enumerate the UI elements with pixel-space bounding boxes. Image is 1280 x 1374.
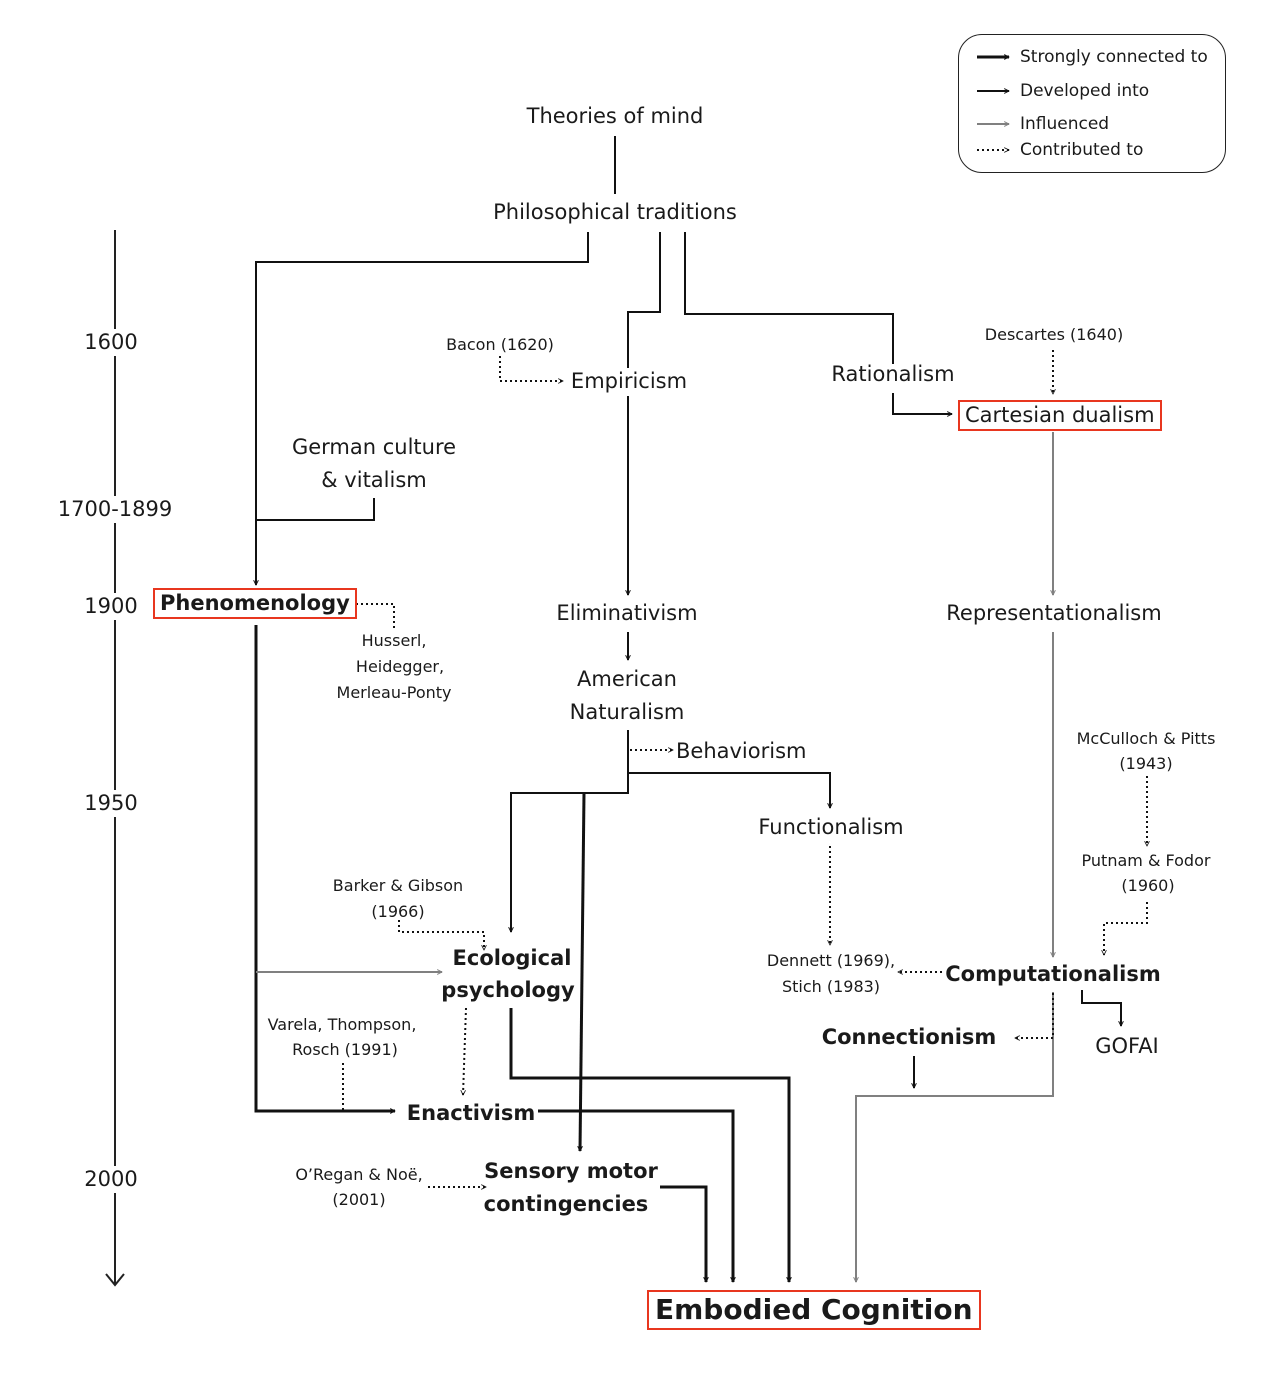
- node-representationalism: Representationalism: [946, 601, 1162, 625]
- link-ecological-enactivism: [463, 1007, 467, 1095]
- node-american-naturalism-line2: Naturalism: [569, 700, 685, 724]
- node-german-culture-line1: German culture: [291, 435, 457, 459]
- node-behaviorism: Behaviorism: [676, 739, 807, 763]
- node-cartesian-dualism: Cartesian dualism: [958, 400, 1162, 431]
- node-rationalism: Rationalism: [831, 362, 955, 386]
- link-rationalism-cartesian: [892, 393, 952, 414]
- legend-contributed-label: Contributed to: [1020, 140, 1144, 160]
- timeline-1600: 1600: [84, 329, 138, 356]
- timeline-1950: 1950: [84, 790, 138, 817]
- link-philosophical-rationalism: [684, 232, 894, 364]
- node-american-naturalism-line1: American: [577, 667, 677, 691]
- timeline-2000: 2000: [84, 1166, 138, 1193]
- source-oregan-line2: (2001): [332, 1190, 386, 1209]
- link-philosophical-empiricism: [627, 232, 661, 368]
- source-dennett-line2: Stich (1983): [781, 977, 881, 996]
- node-computationalism: Computationalism: [945, 962, 1161, 986]
- link-sensory-motor-embodied: [660, 1185, 706, 1282]
- link-philosophical-phenomenology: [256, 232, 589, 585]
- timeline-1900: 1900: [84, 593, 138, 620]
- source-putnam-line1: Putnam & Fodor: [1081, 851, 1211, 870]
- node-empiricism: Empiricism: [570, 369, 688, 393]
- node-german-culture-line2: & vitalism: [321, 468, 427, 492]
- node-theories-of-mind: Theories of mind: [526, 104, 704, 128]
- link-naturalism-functionalism: [627, 730, 830, 808]
- legend-swatches: [977, 35, 1225, 172]
- timeline-arrowhead: [105, 1273, 125, 1287]
- source-descartes: Descartes (1640): [984, 325, 1124, 344]
- link-naturalism-sensory-motor: [580, 792, 586, 1151]
- source-bacon: Bacon (1620): [446, 335, 554, 354]
- link-barker-ecological: [398, 920, 484, 950]
- node-gofai: GOFAI: [1095, 1034, 1159, 1058]
- node-sensory-motor-line1: Sensory motor: [484, 1159, 658, 1183]
- node-philosophical-traditions: Philosophical traditions: [493, 200, 737, 224]
- source-husserl-line1: Husserl,: [361, 631, 427, 650]
- node-connectionism: Connectionism: [821, 1025, 997, 1049]
- timeline-1700-1899: 1700-1899: [57, 496, 173, 523]
- source-oregan-line1: O’Regan & Noë,: [295, 1165, 423, 1184]
- source-varela-line1: Varela, Thompson,: [267, 1015, 417, 1034]
- link-computationalism-gofai: [1081, 990, 1121, 1026]
- node-enactivism: Enactivism: [406, 1101, 536, 1125]
- link-putnam-computationalism: [1104, 902, 1148, 955]
- link-computationalism-embodied: [856, 992, 1054, 1282]
- source-barker-line1: Barker & Gibson: [332, 876, 464, 895]
- node-ecological-psychology-line1: Ecological: [452, 946, 572, 970]
- legend-influenced-label: Influenced: [1020, 114, 1110, 134]
- source-putnam-line2: (1960): [1121, 876, 1175, 895]
- node-eliminativism: Eliminativism: [556, 601, 698, 625]
- link-ecological-embodied: [509, 1008, 789, 1282]
- link-bacon-empiricism: [499, 356, 563, 381]
- legend: Strongly connected to Developed into Inf…: [958, 34, 1226, 173]
- source-mcculloch-line1: McCulloch & Pitts: [1076, 729, 1216, 748]
- node-phenomenology: Phenomenology: [153, 588, 357, 619]
- node-sensory-motor-line2: contingencies: [483, 1192, 649, 1216]
- link-phenomenology-enactivism: [254, 625, 395, 1111]
- source-husserl-line2: Heidegger,: [355, 657, 445, 676]
- legend-developed-label: Developed into: [1020, 81, 1150, 101]
- source-dennett-line1: Dennett (1969),: [766, 951, 896, 970]
- legend-strong-label: Strongly connected to: [1020, 47, 1208, 67]
- link-computationalism-connectionism: [1015, 993, 1054, 1038]
- link-naturalism-ecological: [511, 773, 629, 932]
- source-mcculloch-line2: (1943): [1119, 754, 1173, 773]
- node-ecological-psychology-line2: psychology: [441, 978, 575, 1002]
- link-enactivism-embodied: [538, 1109, 733, 1282]
- node-functionalism: Functionalism: [758, 815, 904, 839]
- source-husserl-line3: Merleau-Ponty: [336, 683, 452, 702]
- node-embodied-cognition: Embodied Cognition: [647, 1290, 981, 1330]
- source-barker-line2: (1966): [371, 902, 425, 921]
- source-varela-line2: Rosch (1991): [292, 1040, 398, 1059]
- link-german-culture-phenomenology: [256, 498, 375, 521]
